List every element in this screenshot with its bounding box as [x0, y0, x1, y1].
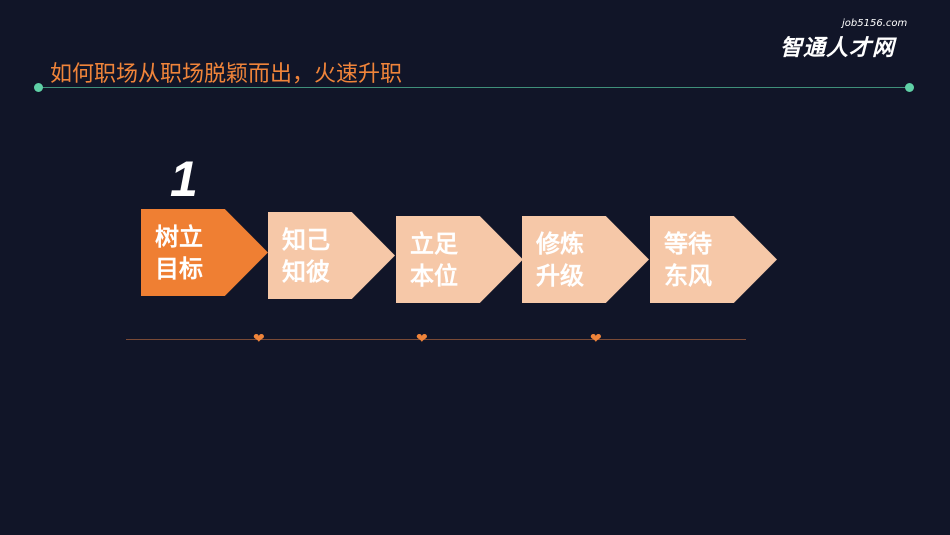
step-arrow-1: 树立目标	[141, 209, 268, 296]
step-number: 1	[170, 151, 198, 207]
heart-icon: ❤	[416, 331, 428, 347]
heart-icon: ❤	[253, 331, 265, 347]
step-label: 树立目标	[155, 223, 203, 283]
step-arrow-5: 等待东风	[650, 216, 777, 303]
divider-dot-right	[905, 83, 914, 92]
timeline-line	[126, 339, 746, 340]
step-label: 立足本位	[410, 230, 458, 290]
divider-dot-left	[34, 83, 43, 92]
step-arrow-2: 知己知彼	[268, 212, 395, 299]
slide-title: 如何职场从职场脱颖而出，火速升职	[50, 62, 403, 87]
logo-url: job5156.com	[842, 18, 908, 29]
step-label: 知己知彼	[282, 226, 330, 286]
step-arrow-3: 立足本位	[396, 216, 523, 303]
step-label: 等待东风	[664, 230, 712, 290]
step-arrow-4: 修炼升级	[522, 216, 649, 303]
title-divider	[38, 87, 909, 88]
step-label: 修炼升级	[536, 230, 584, 290]
heart-icon: ❤	[590, 331, 602, 347]
logo-name: 智通人才网	[780, 36, 896, 61]
